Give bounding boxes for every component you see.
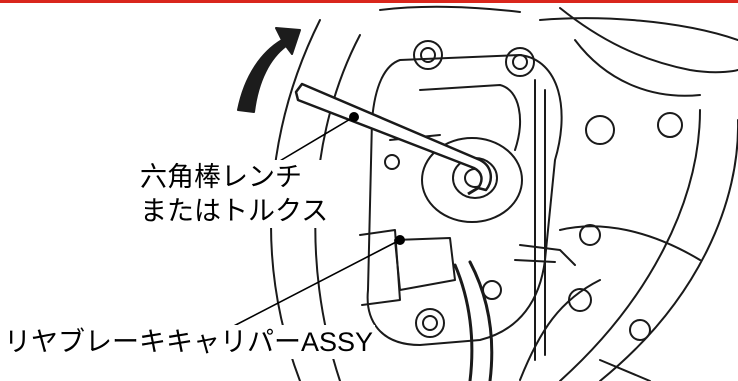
caliper-body	[366, 54, 563, 346]
tire-arc-right2	[559, 109, 701, 381]
leader-line-caliper	[225, 239, 401, 331]
brake-hose	[453, 263, 474, 381]
tire-arc-right	[599, 119, 738, 381]
leader-dot-wrench	[349, 112, 359, 122]
header-rule	[0, 0, 738, 3]
label-rear-brake-caliper: リヤブレーキキャリパーASSY	[2, 325, 376, 359]
bolt-bottom-left	[415, 308, 445, 338]
bolt-top-right	[505, 47, 535, 77]
hex-wrench	[294, 82, 493, 192]
leader-line-wrench	[267, 117, 353, 169]
label-hex-wrench: 六角棒レンチ またはトルクス	[138, 160, 331, 228]
bolt-mid-right	[482, 280, 502, 300]
hand-outline	[559, 7, 738, 74]
bolt-top-left	[413, 40, 443, 70]
curved-arrow-icon	[237, 27, 301, 113]
leader-dot-caliper	[395, 235, 405, 245]
label-hex-wrench-line1: 六角棒レンチ	[140, 162, 302, 192]
label-hex-wrench-line2: またはトルクス	[140, 196, 329, 226]
piston-housing	[421, 137, 523, 223]
